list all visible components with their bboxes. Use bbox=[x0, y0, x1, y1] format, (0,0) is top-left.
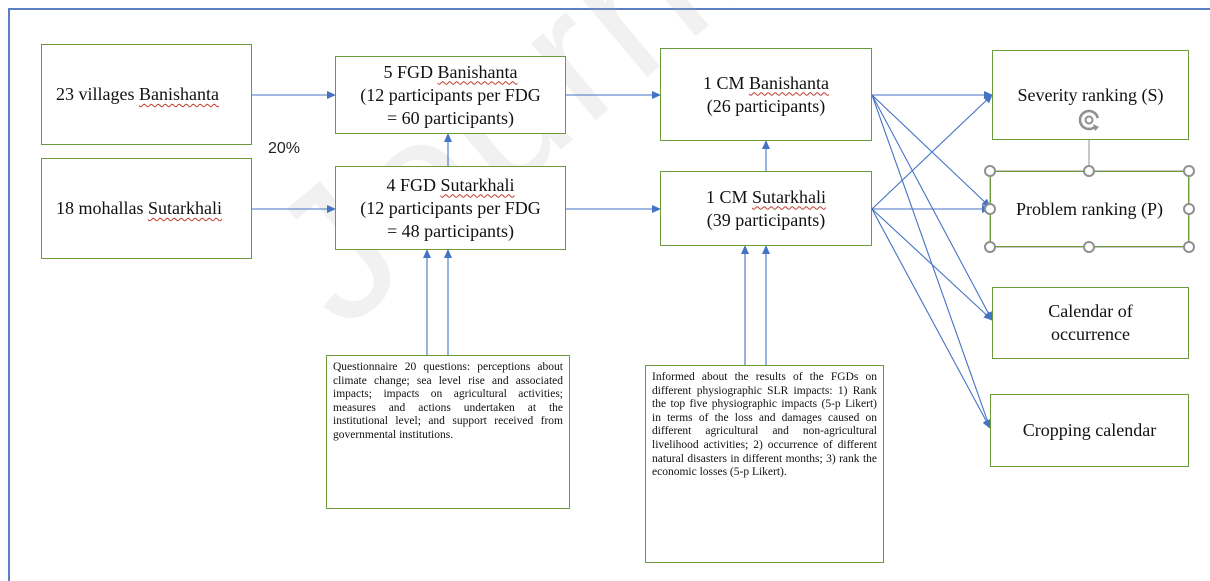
page-frame-top bbox=[8, 8, 1210, 10]
calendar-occurrence-box: Calendar of occurrence bbox=[992, 287, 1189, 359]
severity-ranking-box: Severity ranking (S) bbox=[992, 50, 1189, 140]
severity-ranking-label: Severity ranking (S) bbox=[1017, 84, 1164, 105]
arrow-cms-to-calendar bbox=[871, 208, 993, 321]
arrow-cmb-to-cropping bbox=[871, 94, 992, 429]
cm-sutarkhali-box: 1 CM Sutarkhali (39 participants) bbox=[660, 171, 872, 246]
resize-handle-bottom-right[interactable] bbox=[1183, 241, 1195, 253]
fgd-banishanta-prefix: 5 FGD bbox=[383, 61, 434, 82]
source-sutarkhali-place: Sutarkhali bbox=[148, 198, 222, 218]
calendar-line2: occurrence bbox=[1051, 324, 1130, 344]
page-frame-left bbox=[8, 8, 10, 581]
problem-ranking-box[interactable]: Problem ranking (P) bbox=[990, 171, 1189, 247]
source-banishanta-count: 23 villages bbox=[56, 84, 135, 104]
fgd-banishanta-line3: = 60 participants) bbox=[386, 107, 515, 128]
source-sutarkhali-text: 18 mohallas Sutarkhali bbox=[56, 197, 222, 220]
cropping-calendar-box: Cropping calendar bbox=[990, 394, 1189, 467]
cm-sutarkhali-line2: (39 participants) bbox=[706, 209, 826, 230]
cropping-calendar-label: Cropping calendar bbox=[1022, 420, 1157, 440]
fgd-banishanta-line2: (12 participants per FDG bbox=[360, 84, 541, 105]
arrow-cmb-to-calendar bbox=[871, 94, 993, 321]
problem-ranking-label: Problem ranking (P) bbox=[1016, 198, 1163, 219]
resize-handle-bottom-left[interactable] bbox=[984, 241, 996, 253]
cm-sutarkhali-prefix: 1 CM bbox=[705, 186, 748, 207]
fgd-sutarkhali-place: Sutarkhali bbox=[440, 174, 515, 195]
source-sutarkhali-box: 18 mohallas Sutarkhali bbox=[41, 158, 252, 259]
source-sutarkhali-count: 18 mohallas bbox=[56, 198, 144, 218]
resize-handle-middle-right[interactable] bbox=[1183, 203, 1195, 215]
source-banishanta-text: 23 villages Banishanta bbox=[56, 83, 219, 106]
informed-note: Informed about the results of the FGDs o… bbox=[645, 365, 884, 563]
fgd-banishanta-box: 5 FGD Banishanta (12 participants per FD… bbox=[335, 56, 566, 134]
resize-handle-top-left[interactable] bbox=[984, 165, 996, 177]
calendar-line1: Calendar of bbox=[1048, 301, 1133, 321]
questionnaire-note: Questionnaire 20 questions: perceptions … bbox=[326, 355, 570, 509]
fgd-sutarkhali-prefix: 4 FGD bbox=[386, 174, 436, 195]
arrow-cms-to-cropping bbox=[871, 208, 991, 429]
fgd-sutarkhali-box: 4 FGD Sutarkhali (12 participants per FD… bbox=[335, 166, 566, 250]
cm-banishanta-box: 1 CM Banishanta (26 participants) bbox=[660, 48, 872, 141]
cm-sutarkhali-place: Sutarkhali bbox=[752, 186, 826, 207]
fgd-sutarkhali-line3: = 48 participants) bbox=[386, 220, 515, 241]
fgd-sutarkhali-line2: (12 participants per FDG bbox=[360, 197, 541, 218]
resize-handle-top-right[interactable] bbox=[1183, 165, 1195, 177]
resize-handle-top-middle[interactable] bbox=[1083, 165, 1095, 177]
arrow-cms-to-severity bbox=[871, 94, 993, 210]
source-banishanta-place: Banishanta bbox=[139, 84, 219, 104]
cm-banishanta-prefix: 1 CM bbox=[703, 72, 745, 93]
arrow-cmb-to-problem bbox=[871, 94, 991, 208]
rotate-handle-icon[interactable] bbox=[1076, 107, 1102, 133]
cm-banishanta-place: Banishanta bbox=[749, 72, 829, 93]
cm-banishanta-line2: (26 participants) bbox=[706, 95, 826, 116]
source-banishanta-box: 23 villages Banishanta bbox=[41, 44, 252, 145]
resize-handle-middle-left[interactable] bbox=[984, 203, 996, 215]
resize-handle-bottom-middle[interactable] bbox=[1083, 241, 1095, 253]
sample-percent-label: 20% bbox=[268, 140, 301, 157]
fgd-banishanta-place: Banishanta bbox=[437, 61, 518, 82]
